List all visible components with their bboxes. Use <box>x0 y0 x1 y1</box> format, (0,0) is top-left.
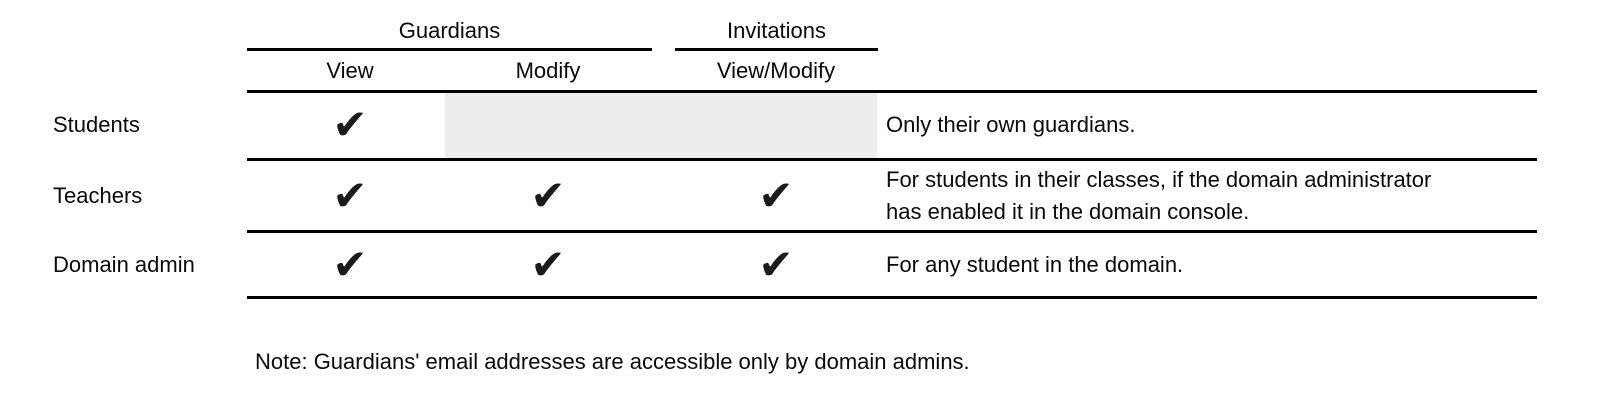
checkmark-icon: ✔ <box>332 171 368 220</box>
table-row-domain-admin: Domain admin ✔ ✔ ✔ For any student in th… <box>0 233 1600 296</box>
row-label-teachers: Teachers <box>53 183 143 208</box>
column-header-modify: Modify <box>515 58 581 83</box>
table-row-teachers: Teachers ✔ ✔ ✔ For students in their cla… <box>0 161 1600 231</box>
row-note-students: Only their own guardians. <box>886 112 1136 137</box>
row-divider-line <box>247 230 1537 233</box>
column-group-guardians: Guardians <box>398 18 501 43</box>
column-group-invitations: Invitations <box>726 18 827 43</box>
footnote: Note: Guardians' email addresses are acc… <box>255 349 970 374</box>
students-disabled-cells-shading <box>445 93 877 158</box>
row-note-teachers: For students in their classes, if the do… <box>886 167 1432 224</box>
row-divider-line <box>247 296 1537 299</box>
checkmark-icon: ✔ <box>530 239 566 289</box>
row-label-students: Students <box>53 112 140 137</box>
column-header-view: View <box>326 58 374 83</box>
checkmark-icon: ✔ <box>332 239 368 289</box>
row-divider-line <box>247 158 1537 161</box>
row-note-domain-admin: For any student in the domain. <box>886 251 1184 277</box>
checkmark-icon: ✔ <box>758 239 794 289</box>
invitations-underline <box>675 48 878 51</box>
checkmark-icon: ✔ <box>332 100 368 149</box>
table-row-students: Students ✔ Only their own guardians. <box>0 92 1600 158</box>
column-header-view-modify: View/Modify <box>716 58 836 83</box>
guardians-underline <box>247 48 652 51</box>
header-divider-line <box>247 90 1537 93</box>
checkmark-icon: ✔ <box>530 171 566 220</box>
checkmark-icon: ✔ <box>758 171 794 220</box>
row-label-domain-admin: Domain admin <box>53 251 195 277</box>
